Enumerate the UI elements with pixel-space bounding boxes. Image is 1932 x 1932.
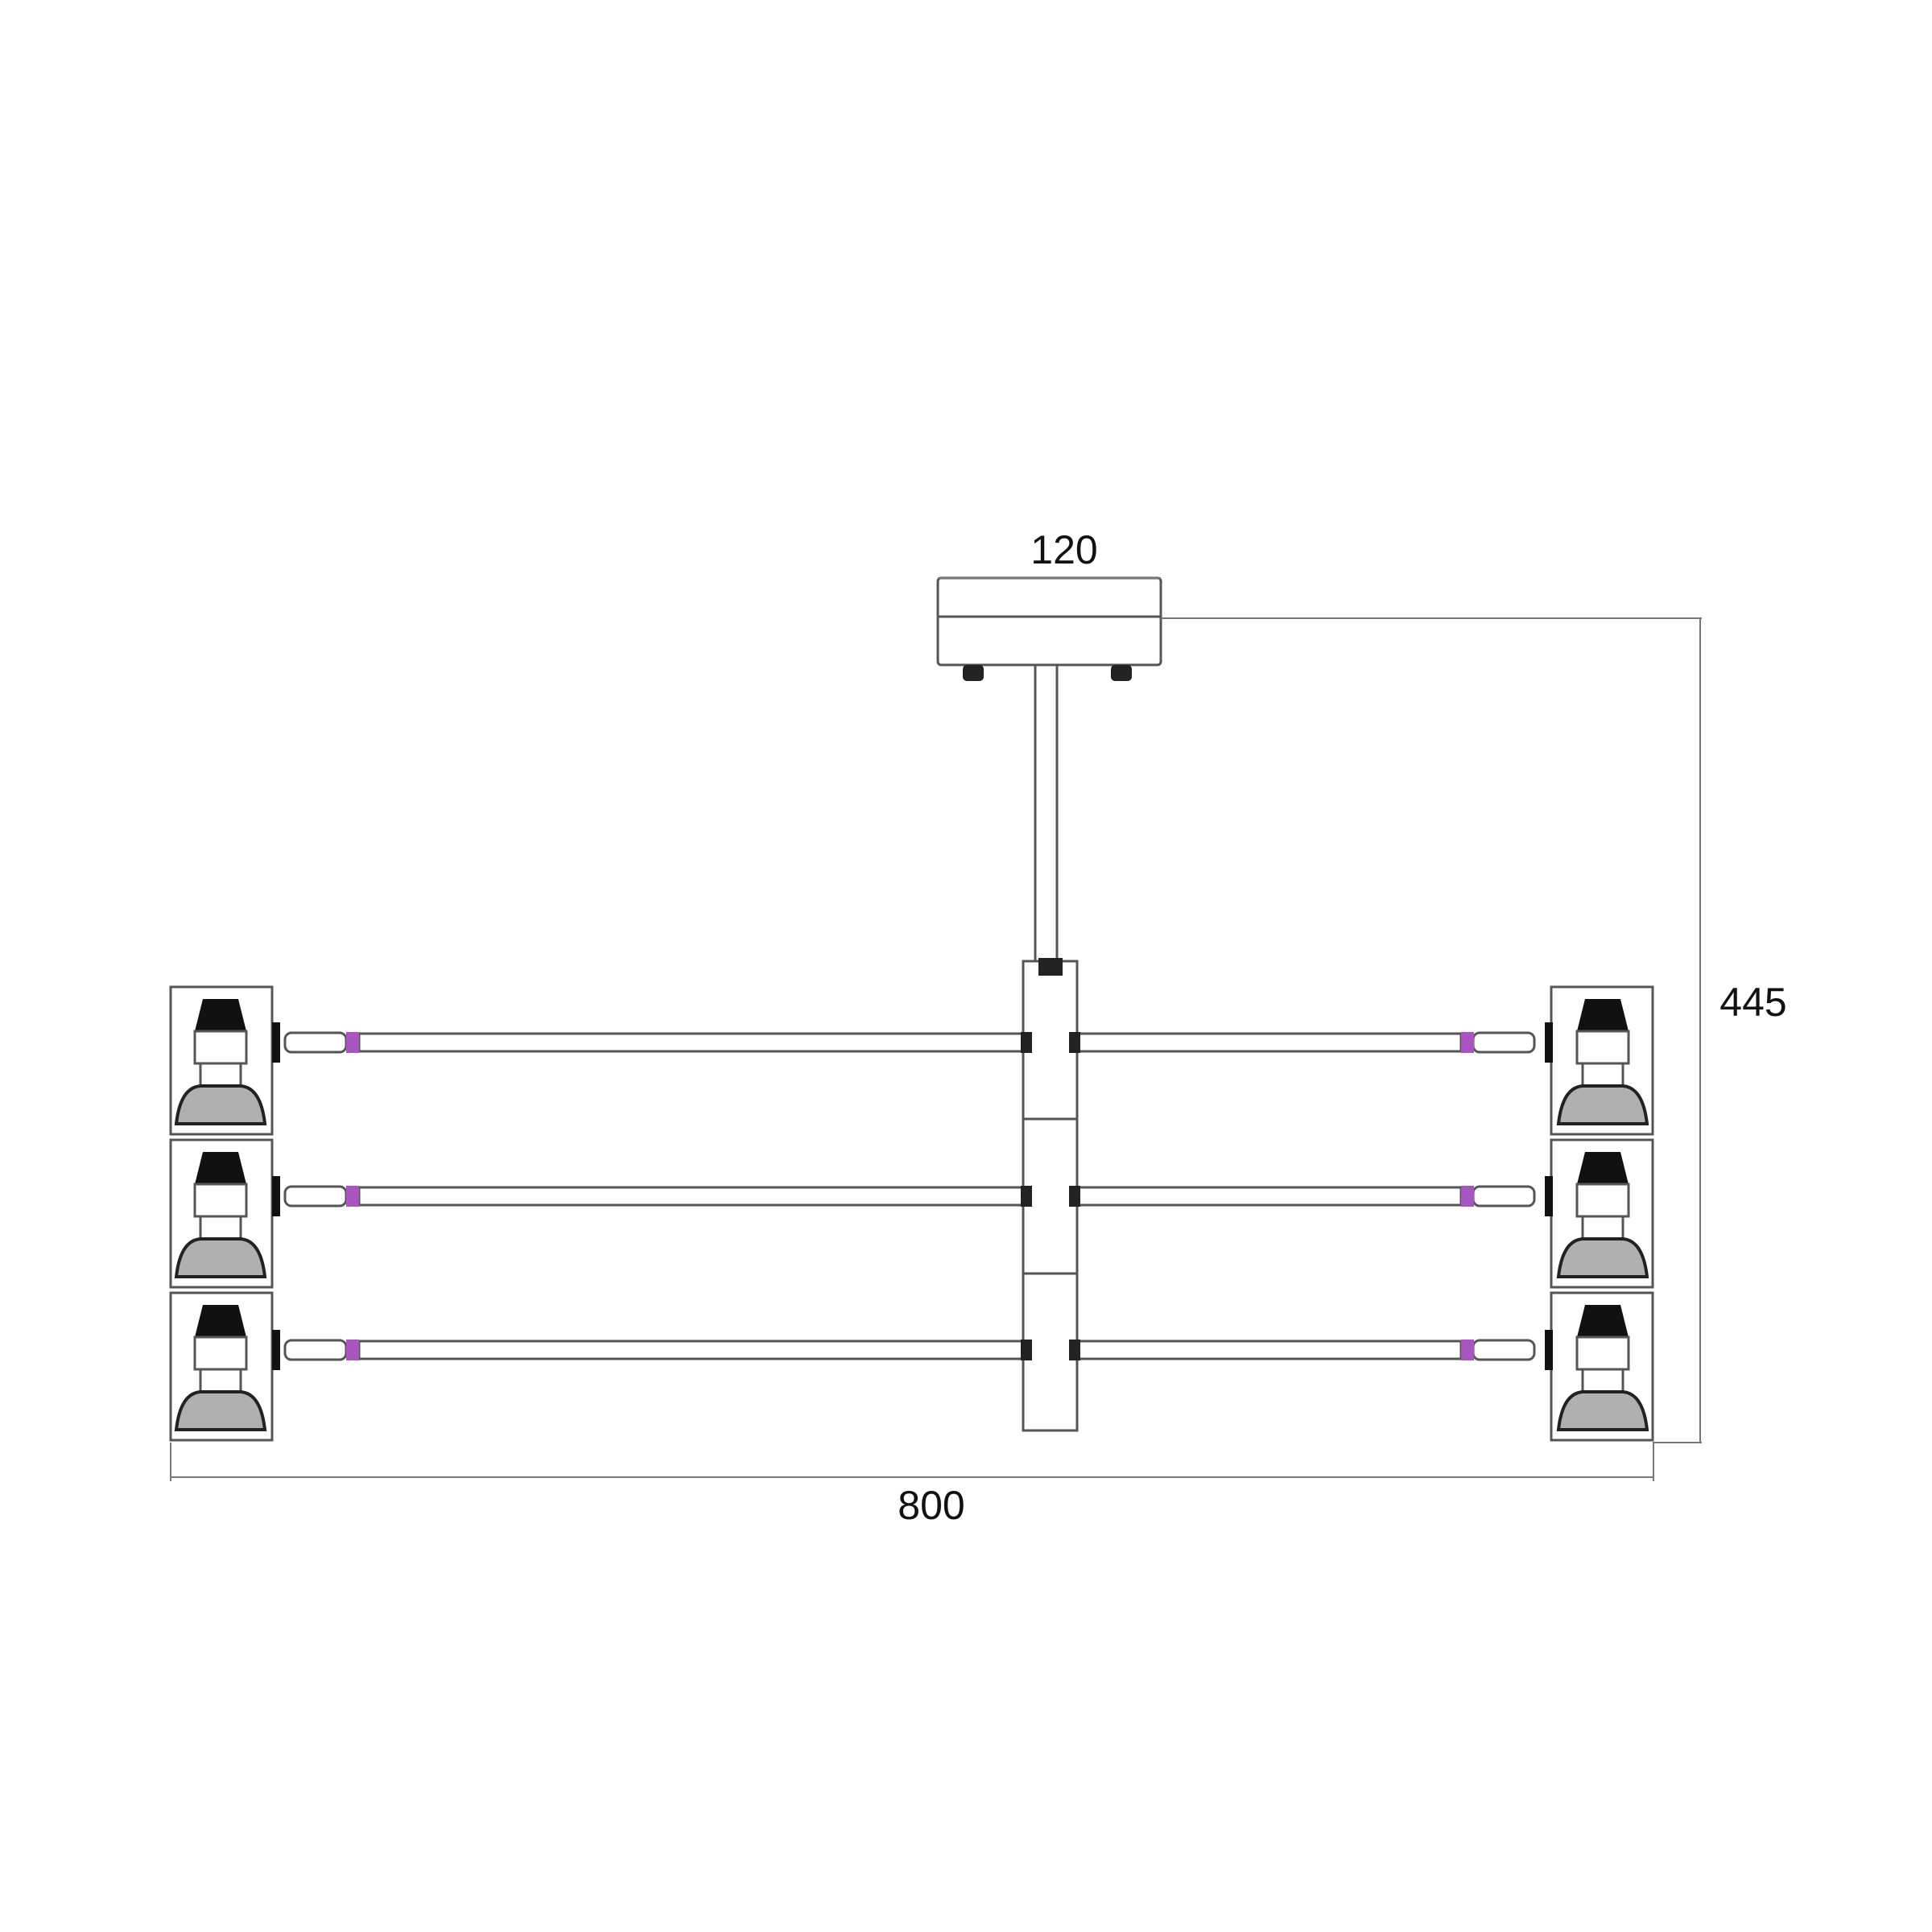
canopy-screw-right xyxy=(1111,665,1132,681)
arm-connector xyxy=(283,1185,348,1208)
arm-connector xyxy=(283,1339,348,1361)
dimension-overall-height: 445 xyxy=(1161,617,1787,1443)
lamp-bracket xyxy=(1545,1330,1553,1370)
lamp-shade-icon xyxy=(1556,1237,1649,1278)
arm-connector xyxy=(1472,1339,1536,1361)
body-joint xyxy=(1069,1186,1080,1207)
suspension-stem xyxy=(1034,665,1059,962)
spot-lamp-right xyxy=(1545,1138,1654,1289)
dimension-canopy-width: 120 xyxy=(938,527,1161,579)
connector-accent xyxy=(1461,1186,1474,1207)
dimension-label-120: 120 xyxy=(1030,527,1097,572)
arm-rod xyxy=(357,1186,1025,1207)
lamp-bracket xyxy=(272,1176,280,1216)
lamp-shade-icon xyxy=(174,1237,267,1278)
arm-rod xyxy=(1075,1340,1463,1360)
lamp-bracket xyxy=(272,1330,280,1370)
lamp-shade-icon xyxy=(174,1084,267,1125)
spot-lamp-right xyxy=(1545,1291,1654,1442)
arm-left xyxy=(283,1185,1032,1208)
dimension-label-800: 800 xyxy=(898,1483,964,1528)
lamp-bracket xyxy=(272,1022,280,1063)
arm-connector xyxy=(1472,1031,1536,1054)
arm-right xyxy=(1069,1339,1536,1361)
connector-accent xyxy=(346,1340,359,1360)
lamp-shade-icon xyxy=(174,1390,267,1431)
lamp-shade-icon xyxy=(1556,1390,1649,1431)
arm-connector xyxy=(283,1031,348,1054)
connector-accent xyxy=(1461,1032,1474,1053)
ceiling-canopy xyxy=(936,576,1162,681)
body-joint xyxy=(1069,1032,1080,1053)
body-joint xyxy=(1021,1340,1032,1360)
dimension-label-445: 445 xyxy=(1719,980,1786,1025)
spot-lamp-left xyxy=(169,985,280,1136)
canopy-screw-left xyxy=(963,665,984,681)
spot-lamp-left xyxy=(169,1291,280,1442)
arm-rod xyxy=(357,1032,1025,1053)
arm-right xyxy=(1069,1031,1536,1054)
arm-connector xyxy=(1472,1185,1536,1208)
connector-accent xyxy=(346,1032,359,1053)
lamp-bracket xyxy=(1545,1176,1553,1216)
connector-accent xyxy=(1461,1340,1474,1360)
arm-rod xyxy=(1075,1186,1463,1207)
spot-lamp-right xyxy=(1545,985,1654,1136)
dimension-overall-width: 800 xyxy=(170,1443,1654,1528)
body-joint xyxy=(1021,1032,1032,1053)
lamp-shade-icon xyxy=(1556,1084,1649,1125)
arm-right xyxy=(1069,1185,1536,1208)
arm-rod xyxy=(1075,1032,1463,1053)
arm-rod xyxy=(357,1340,1025,1360)
body-joint xyxy=(1069,1340,1080,1360)
arm-left xyxy=(283,1339,1032,1361)
body-joint xyxy=(1021,1186,1032,1207)
arm-left xyxy=(283,1031,1032,1054)
connector-accent xyxy=(346,1186,359,1207)
spot-lamp-left xyxy=(169,1138,280,1289)
lamp-bracket xyxy=(1545,1022,1553,1063)
